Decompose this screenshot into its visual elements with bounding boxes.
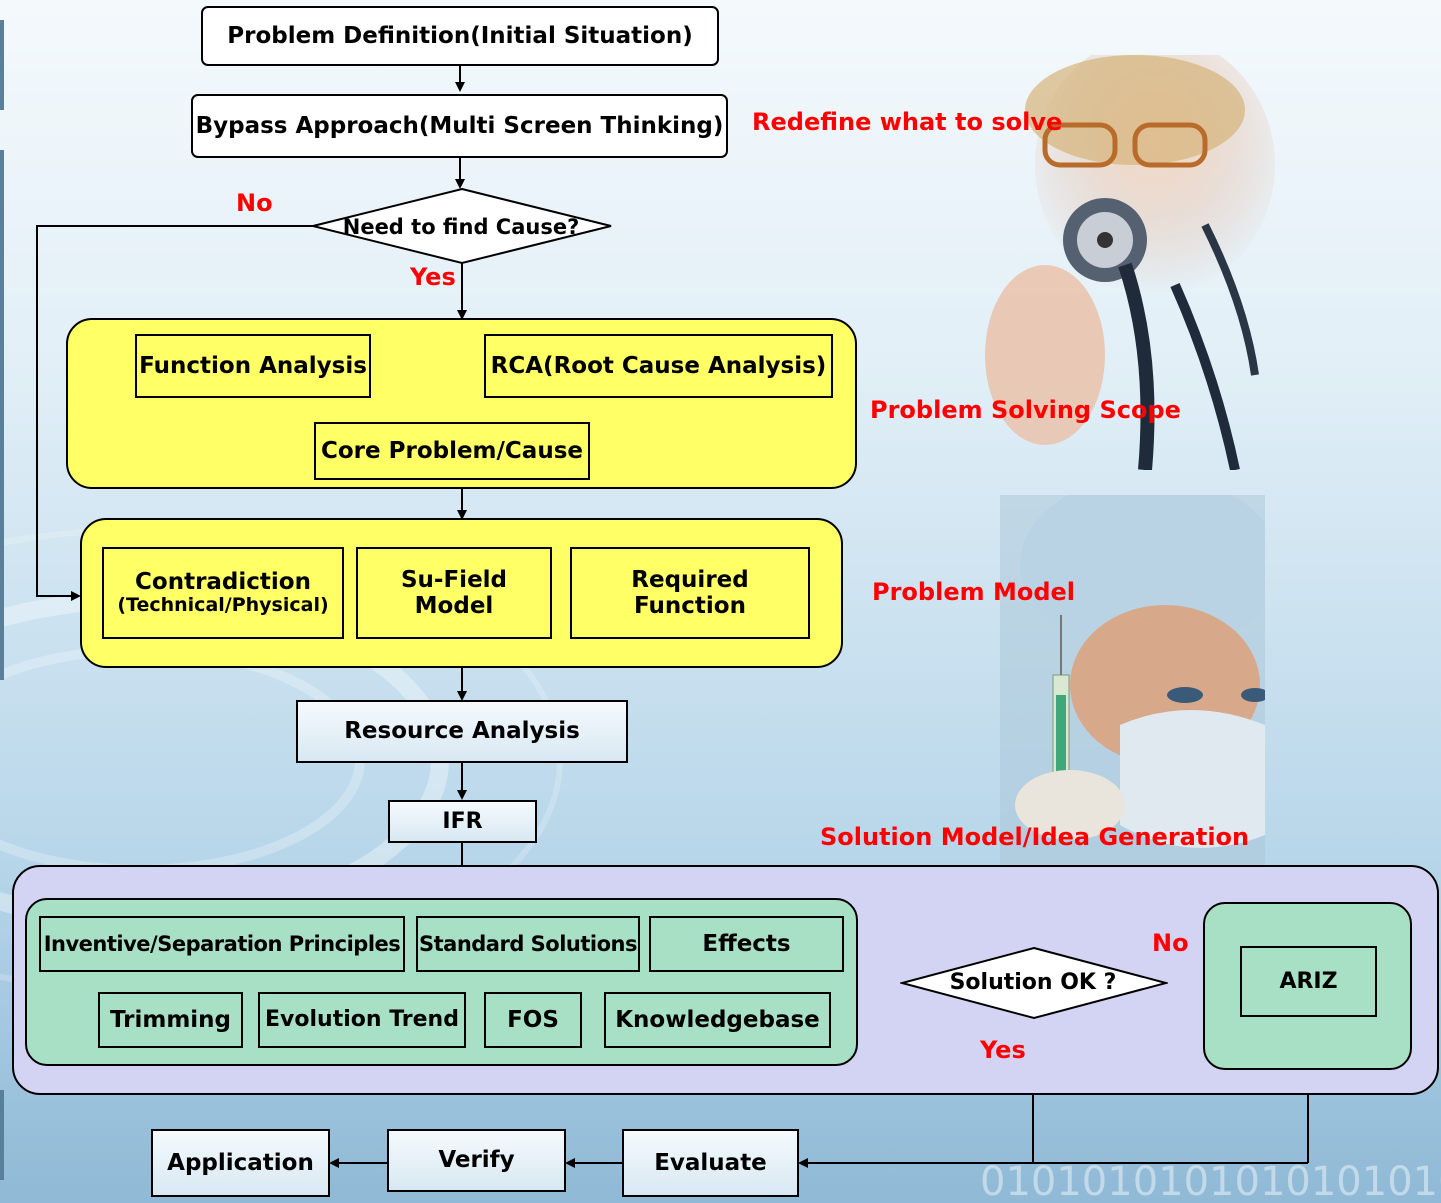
- verify-node: Verify: [387, 1129, 566, 1192]
- inventive-principles-node: Inventive/Separation Principles: [39, 916, 405, 972]
- su-field-model-node: Su-Field Model: [356, 547, 552, 639]
- label-yes-solution: Yes: [980, 1036, 1026, 1064]
- resource-analysis-node: Resource Analysis: [296, 700, 628, 763]
- fos-node: FOS: [484, 992, 582, 1048]
- solution-ok-decision: [900, 946, 1168, 1020]
- effects-node: Effects: [649, 916, 844, 972]
- function-analysis-node: Function Analysis: [135, 334, 371, 398]
- solution-ok-label: Solution OK ?: [949, 970, 1117, 996]
- contradiction-sub-label: (Technical/Physical): [117, 594, 329, 617]
- contradiction-label: Contradiction: [135, 568, 311, 595]
- need-cause-label: Need to find Cause?: [342, 214, 580, 239]
- trimming-node: Trimming: [98, 992, 243, 1048]
- problem-definition-node: Problem Definition(Initial Situation): [201, 6, 719, 66]
- label-yes-cause: Yes: [410, 263, 456, 291]
- required-function-node: Required Function: [570, 547, 810, 639]
- knowledgebase-node: Knowledgebase: [604, 992, 831, 1048]
- bypass-approach-node: Bypass Approach(Multi Screen Thinking): [191, 94, 728, 158]
- contradiction-node: Contradiction (Technical/Physical): [102, 547, 344, 639]
- evolution-trend-node: Evolution Trend: [258, 992, 466, 1048]
- doctor-stethoscope-photo: [985, 55, 1275, 470]
- application-node: Application: [151, 1129, 330, 1197]
- label-redefine: Redefine what to solve: [752, 108, 1063, 136]
- standard-solutions-node: Standard Solutions: [416, 916, 640, 972]
- label-solution-model: Solution Model/Idea Generation: [820, 823, 1250, 851]
- need-cause-decision: [312, 187, 612, 265]
- ariz-node: ARIZ: [1240, 946, 1377, 1017]
- label-problem-model: Problem Model: [872, 578, 1076, 606]
- core-problem-node: Core Problem/Cause: [314, 422, 590, 480]
- evaluate-node: Evaluate: [622, 1129, 799, 1197]
- label-problem-solving-scope: Problem Solving Scope: [870, 396, 1181, 424]
- rca-node: RCA(Root Cause Analysis): [484, 334, 833, 398]
- ifr-node: IFR: [388, 800, 537, 843]
- label-no-solution: No: [1152, 929, 1189, 957]
- surgeon-syringe-photo: [1000, 495, 1265, 865]
- label-no-cause: No: [236, 189, 273, 217]
